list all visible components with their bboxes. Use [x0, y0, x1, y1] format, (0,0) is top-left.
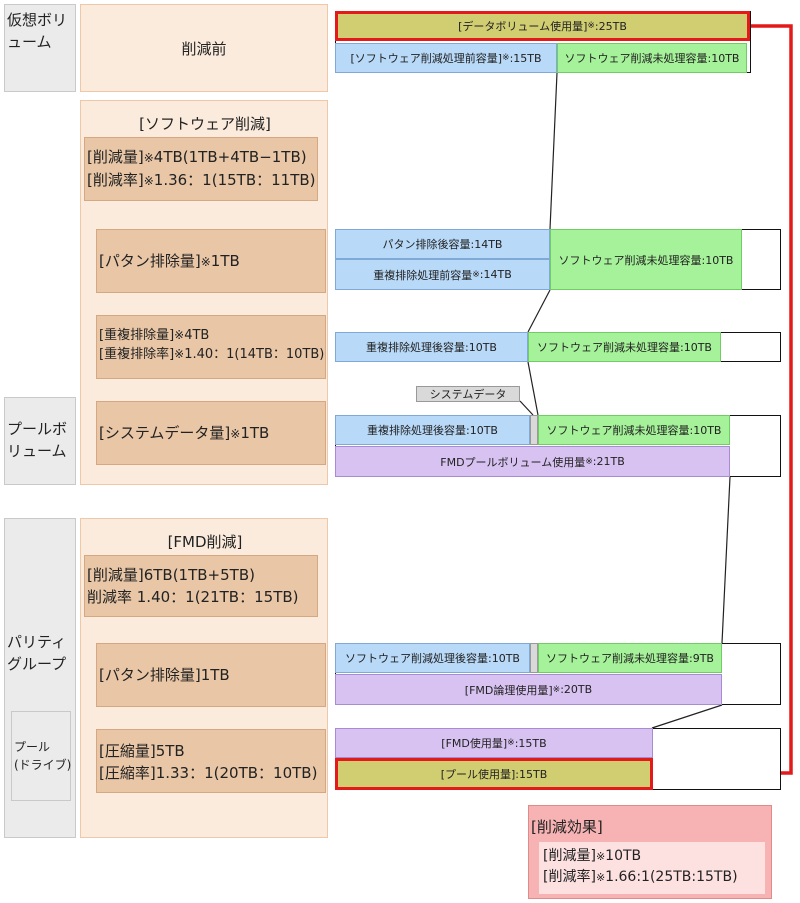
software-reduction-amount: [削減量]※4TB(1TB+4TB−1TB) [87, 148, 307, 166]
fmd-reduction-title: [FMD削減] [167, 533, 243, 551]
software-unprocessed-segment: ソフトウェア削減未処理容量:10TB [557, 43, 747, 73]
virtual-volume-label: 仮想ボリ [7, 11, 68, 29]
fmd-summary-box: [削減量]6TB(1TB+5TB) 削減率 1.40：1(21TB：15TB) [84, 555, 318, 617]
before-label: 削減前 [181, 39, 227, 58]
compression-box: [圧縮量]5TB [圧縮率]1.33：1(20TB：10TB) [96, 729, 326, 793]
data-volume-usage-segment: [データボリューム使用量]※:25TB [335, 11, 750, 41]
software-unprocessed-segment: ソフトウェア削減未処理容量:10TB [528, 332, 721, 362]
fmd-usage-segment: [FMD使用量]※:15TB [335, 728, 653, 758]
total-reduction-amount: [削減量]※10TB [543, 848, 642, 864]
software-unprocessed-segment: ソフトウェア削減未処理容量:10TB [550, 229, 742, 290]
system-data-segment [530, 415, 538, 445]
connector-line [527, 289, 551, 333]
pool-drive-label: プール [14, 740, 51, 754]
total-reduction-ratio: [削減率]※1.66:1(25TB:15TB) [543, 869, 738, 885]
reduction-effect-box: [削減効果] [削減量]※10TB [削減率]※1.66:1(25TB:15TB… [528, 805, 772, 899]
connector-line [721, 476, 731, 644]
parity-group-box: パリティグループ プール(ドライブ) [4, 518, 76, 838]
reduction-effect-title: [削減効果] [531, 818, 603, 836]
dedup-after-segment: 重複排除処理後容量:10TB [335, 332, 528, 362]
virtual-volume-box: 仮想ボリューム [4, 4, 76, 92]
system-data-box: [システムデータ量]※1TB [96, 401, 326, 465]
compression-amount: [圧縮量]5TB [99, 742, 185, 760]
system-data-segment [530, 643, 538, 673]
compression-ratio: [圧縮率]1.33：1(20TB：10TB) [99, 764, 318, 782]
pool-usage-segment: [プール使用量]:15TB [335, 758, 653, 790]
pool-drive-box: プール(ドライブ) [11, 711, 71, 801]
software-summary-box: [削減量]※4TB(1TB+4TB−1TB) [削減率]※1.36：1(15TB… [84, 137, 318, 201]
parity-group-label: パリティ [7, 633, 67, 651]
fmd-reduction-ratio: 削減率 1.40：1(21TB：15TB) [87, 588, 299, 606]
pattern-removal-amount-2: [パタン排除量]1TB [99, 666, 230, 684]
dedup-box: [重複排除量]※4TB [重複排除率]※1.40：1(14TB：10TB) [96, 315, 326, 379]
fmd-logical-usage-segment: [FMD論理使用量]※:20TB [335, 674, 722, 705]
pattern-removal-box-2: [パタン排除量]1TB [96, 643, 326, 707]
software-reduction-panel: [ソフトウェア削減] [削減量]※4TB(1TB+4TB−1TB) [削減率]※… [80, 100, 328, 485]
connector-line [549, 72, 558, 230]
pattern-after-segment: パタン排除後容量:14TB [335, 229, 550, 259]
dedup-after-segment: 重複排除処理後容量:10TB [335, 415, 530, 445]
software-unprocessed-segment: ソフトウェア削減未処理容量:10TB [538, 415, 730, 445]
software-reduction-title: [ソフトウェア削減] [139, 115, 271, 133]
connector-line [527, 361, 539, 416]
connector-line [519, 400, 534, 416]
pattern-removal-amount-1: [パタン排除量]※1TB [99, 252, 240, 270]
dedup-ratio: [重複排除率]※1.40：1(14TB：10TB) [99, 347, 325, 362]
software-unprocessed-segment: ソフトウェア削減未処理容量:9TB [538, 643, 722, 673]
pool-volume-label: プールボ [7, 420, 68, 438]
system-data-amount: [システムデータ量]※1TB [99, 424, 270, 442]
pattern-removal-box-1: [パタン排除量]※1TB [96, 229, 326, 293]
software-after-segment: ソフトウェア削減処理後容量:10TB [335, 643, 530, 673]
fmd-reduction-amount: [削減量]6TB(1TB+5TB) [87, 566, 255, 584]
reduction-effect-details: [削減量]※10TB [削減率]※1.66:1(25TB:15TB) [539, 842, 765, 894]
system-data-tag: システムデータ [416, 386, 520, 402]
before-panel: 削減前 [80, 4, 328, 92]
pool-volume-box: プールボリューム [4, 397, 76, 485]
fmd-pool-usage-segment: FMDプールボリューム使用量※:21TB [335, 446, 730, 477]
software-reduction-ratio: [削減率]※1.36：1(15TB：11TB) [87, 171, 316, 189]
fmd-reduction-panel: [FMD削減] [削減量]6TB(1TB+5TB) 削減率 1.40：1(21T… [80, 518, 328, 838]
connector-line [651, 704, 723, 729]
software-before-segment: [ソフトウェア削減処理前容量]※:15TB [335, 43, 557, 73]
dedup-amount: [重複排除量]※4TB [99, 328, 210, 343]
dedup-before-segment: 重複排除処理前容量※:14TB [335, 259, 550, 290]
